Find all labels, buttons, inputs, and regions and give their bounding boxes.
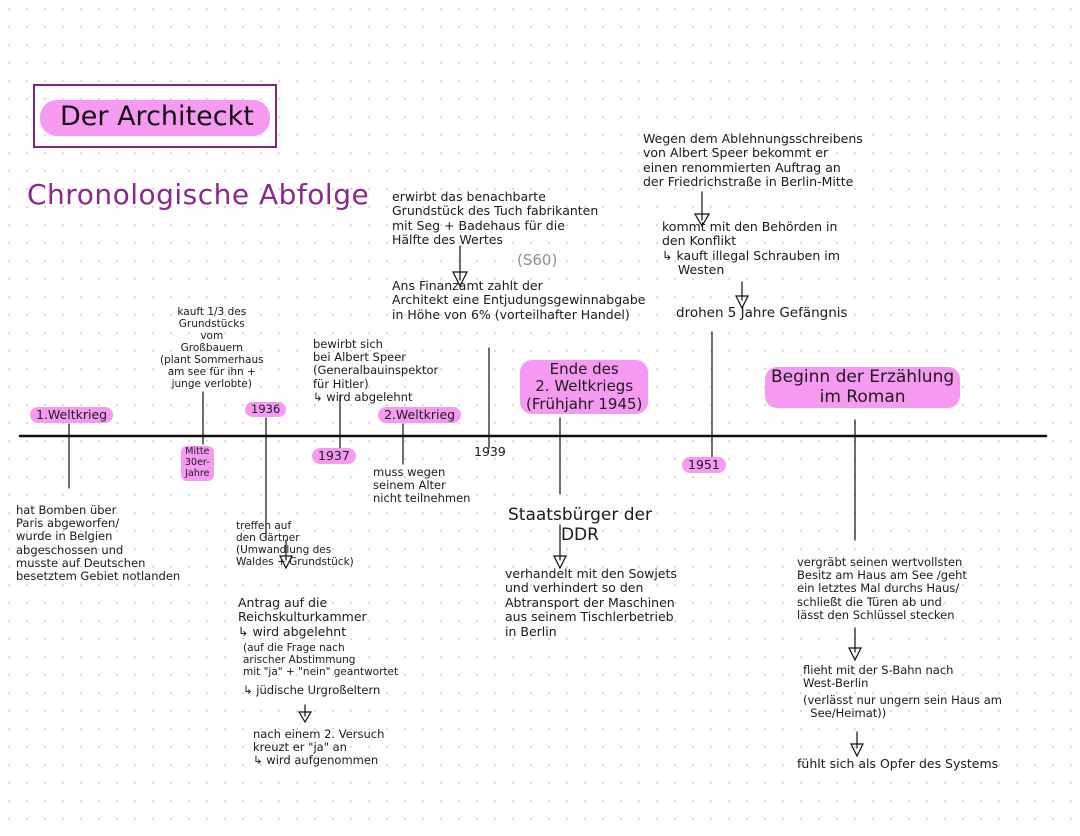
title-frame — [33, 84, 277, 148]
label-ende-krieg: Ende des 2. Weltkriegs (Frühjahr 1945) — [520, 360, 649, 414]
note-speer-bewerbung: bewirbt sich bei Albert Speer (Generalba… — [313, 337, 439, 404]
label-year-1939: 1939 — [474, 444, 506, 459]
note-nicht-teilnehmen: muss wegen seinem Alter nicht teilnehmen — [373, 465, 471, 506]
title-highlight — [40, 100, 270, 136]
note-verlaesst-haus: (verlässt nur ungern sein Haus am See/He… — [803, 693, 1002, 721]
note-urgrosseltern: ↳ jüdische Urgroßeltern — [243, 683, 381, 697]
note-vergraebt-besitz: vergräbt seinen wertvollsten Besitz am H… — [797, 555, 967, 622]
label-year-1936: 1936 — [245, 402, 287, 418]
note-finanzamt: Ans Finanzamt zahlt der Architekt eine E… — [392, 278, 646, 322]
note-weltkrieg1: hat Bomben über Paris abgeworfen/ wurde … — [16, 503, 181, 584]
note-ablehnungsschreiben: Wegen dem Ablehnungsschreibens von Alber… — [643, 131, 863, 190]
label-weltkrieg2: 2.Weltkrieg — [378, 407, 462, 424]
page-title: Der Architeckt — [60, 101, 254, 132]
page-subtitle: Chronologische Abfolge — [27, 178, 370, 211]
label-weltkrieg1: 1.Weltkrieg — [30, 407, 114, 424]
note-sowjets: verhandelt mit den Sowjets und verhinder… — [505, 566, 677, 639]
note-erwirbt-grundstueck: erwirbt das benachbarte Grundstück des T… — [392, 189, 599, 248]
note-behoerden-konflikt: kommt mit den Behörden in den Konflikt ↳… — [662, 219, 840, 278]
note-antrag-reichskulturkammer: Antrag auf die Reichskulturkammer ↳ wird… — [238, 595, 367, 639]
note-treffen-gaertner: treffen auf den Gärtner (Umwandlung des … — [236, 520, 354, 569]
note-gefaengnis: drohen 5 Jahre Gefängnis — [676, 305, 848, 321]
note-opfer-systems: fühlt sich als Opfer des Systems — [797, 756, 999, 771]
label-year-1937: 1937 — [312, 448, 356, 465]
note-frage-abstimmung: (auf die Frage nach arischer Abstimmung … — [243, 642, 399, 679]
label-beginn-erzaehlung: Beginn der Erzählung im Roman — [765, 367, 961, 409]
note-grundstueck-kauf: kauft 1/3 des Grundstücks vom Großbauern… — [160, 306, 264, 391]
note-flieht-sbahn: flieht mit der S-Bahn nach West-Berlin — [803, 663, 954, 691]
note-seite-60: (S60) — [517, 251, 558, 269]
arrows — [279, 191, 864, 758]
label-mitte-30er-jahre: Mitte 30er- Jahre — [181, 446, 214, 481]
note-staatsbuerger-ddr: Staatsbürger der DDR — [508, 505, 652, 545]
label-year-1951: 1951 — [682, 457, 726, 474]
note-zweiter-versuch: nach einem 2. Versuch kreuzt er "ja" an … — [253, 727, 385, 768]
